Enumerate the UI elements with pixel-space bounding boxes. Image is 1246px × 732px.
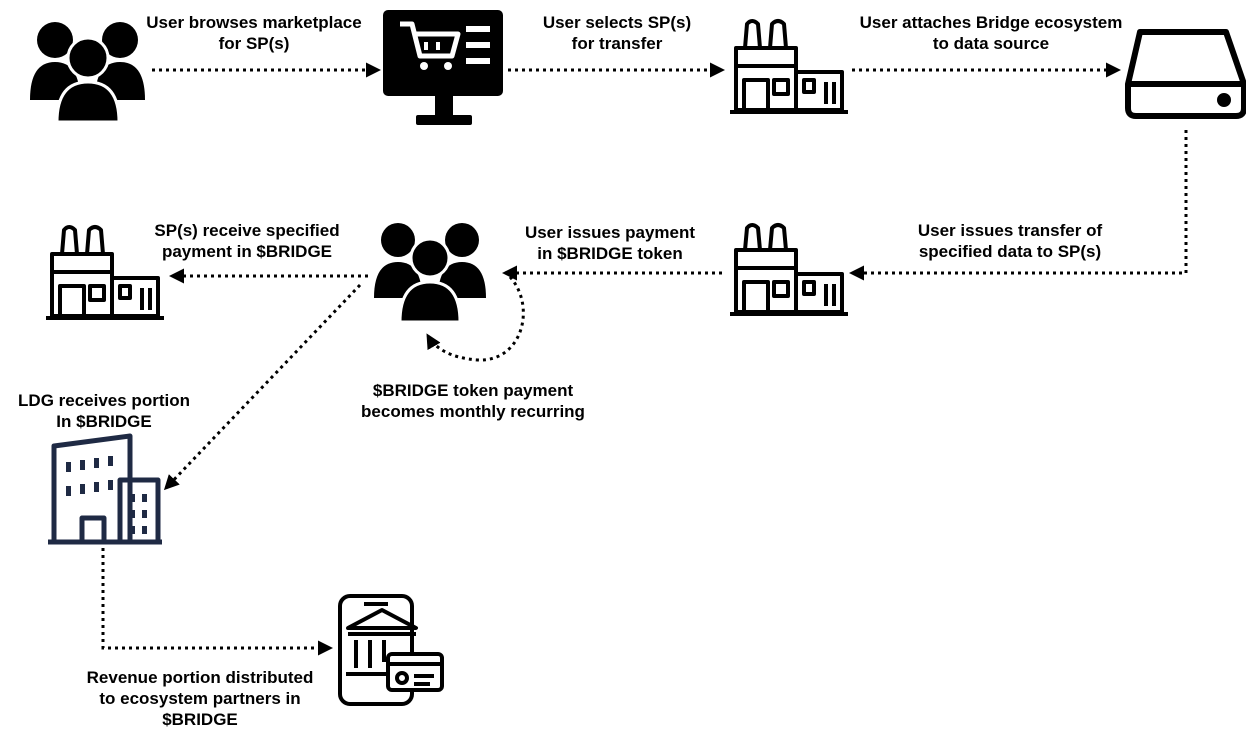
arrow-recurring-loop [426, 270, 525, 362]
label-browse: User browses marketplace for SP(s) [124, 12, 384, 54]
label-revenue-line3: $BRIDGE [162, 710, 238, 729]
label-payment-line2: in $BRIDGE token [537, 244, 683, 263]
arrow-building-to-bank [101, 548, 333, 656]
label-select-line1: User selects SP(s) [542, 13, 692, 32]
label-transfer-line2: specified data to SP(s) [918, 242, 1102, 261]
users-top-icon [30, 22, 145, 124]
label-payment-line1: User issues payment [524, 223, 696, 242]
arrow-users-to-building [163, 283, 362, 491]
label-select-line2: for transfer [571, 34, 663, 53]
arrow-server-to-factory [849, 130, 1188, 281]
factory-mid-icon [730, 223, 848, 316]
label-receive-line2: payment in $BRIDGE [161, 242, 333, 261]
label-transfer: User issues transfer of specified data t… [890, 220, 1130, 262]
factory-left-icon [46, 225, 164, 320]
label-revenue: Revenue portion distributed to ecosystem… [60, 667, 340, 730]
label-recurring: $BRIDGE token payment becomes monthly re… [338, 380, 608, 422]
server-icon [1125, 29, 1246, 119]
label-receive: SP(s) receive specified payment in $BRID… [132, 220, 362, 262]
factory-top-icon [730, 19, 848, 114]
label-payment: User issues payment in $BRIDGE token [505, 222, 715, 264]
label-browse-line2: for SP(s) [218, 34, 290, 53]
label-attach-line1: User attaches Bridge ecosystem [859, 13, 1123, 32]
label-ldg: LDG receives portion In $BRIDGE [2, 390, 206, 432]
label-attach-line2: to data source [932, 34, 1050, 53]
label-receive-line1: SP(s) receive specified [154, 221, 340, 240]
label-browse-line1: User browses marketplace [146, 13, 362, 32]
computer-cart-icon [383, 10, 503, 125]
label-revenue-line1: Revenue portion distributed [86, 668, 314, 687]
users-mid-icon [374, 223, 486, 324]
label-ldg-line2: In $BRIDGE [56, 412, 152, 431]
label-recurring-line1: $BRIDGE token payment [372, 381, 574, 400]
mobile-banking-icon [338, 594, 444, 706]
label-revenue-line2: to ecosystem partners in [99, 689, 301, 708]
label-recurring-line2: becomes monthly recurring [361, 402, 585, 421]
office-building-icon [48, 433, 162, 545]
label-transfer-line1: User issues transfer of [917, 221, 1103, 240]
label-ldg-line1: LDG receives portion [18, 391, 190, 410]
label-attach: User attaches Bridge ecosystem to data s… [836, 12, 1146, 54]
label-select: User selects SP(s) for transfer [512, 12, 722, 54]
